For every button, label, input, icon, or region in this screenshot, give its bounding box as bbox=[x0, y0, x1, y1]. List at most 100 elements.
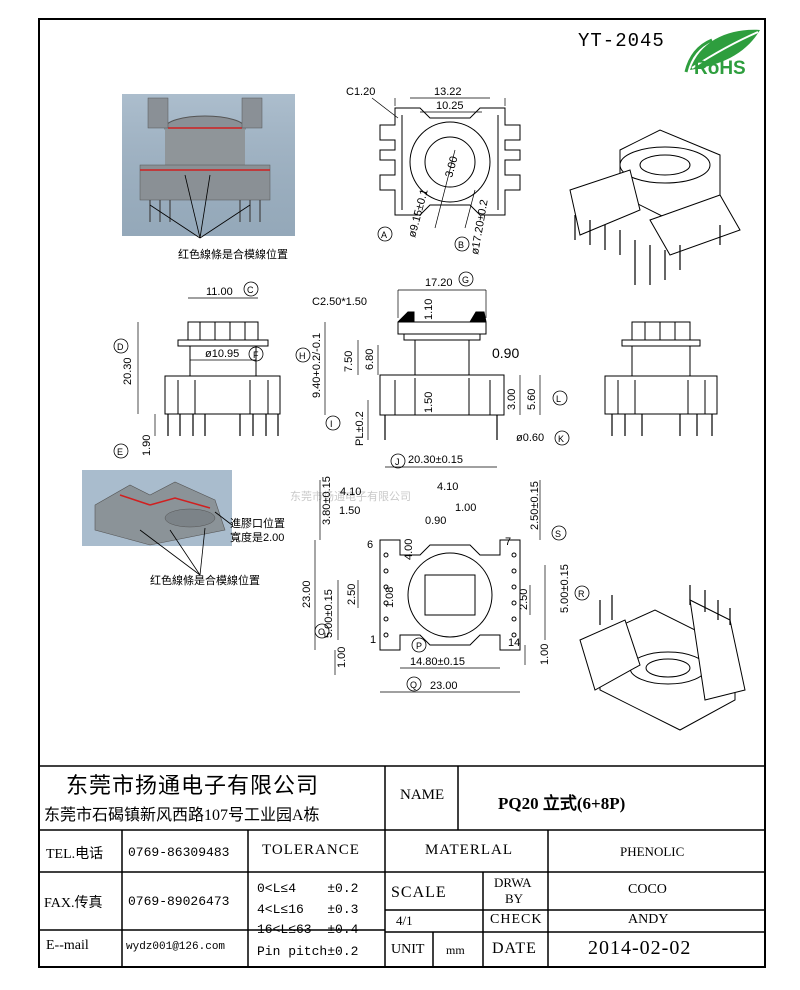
label-f: F bbox=[253, 350, 259, 360]
label-d: D bbox=[117, 342, 124, 352]
section-d090: 0.90 bbox=[492, 345, 519, 361]
section-d150: 1.50 bbox=[423, 392, 435, 413]
rohs-logo: RoHS bbox=[684, 29, 760, 79]
front-w-top: 11.00 bbox=[206, 286, 233, 298]
email-value: wydz001@126.com bbox=[126, 941, 226, 953]
side-view bbox=[604, 321, 718, 436]
date-label: DATE bbox=[492, 940, 537, 957]
label-e: E bbox=[117, 447, 123, 457]
front-height: 20.30 bbox=[122, 357, 134, 385]
label-a: A bbox=[381, 230, 387, 240]
bottom-height: 23.00 bbox=[301, 580, 313, 608]
check-value: ANDY bbox=[628, 912, 669, 927]
email-label: E--mail bbox=[46, 938, 89, 953]
bottom-view bbox=[379, 539, 521, 651]
label-c: C bbox=[247, 285, 254, 295]
label-g: G bbox=[462, 275, 469, 285]
rohs-text: RoHS bbox=[694, 58, 746, 79]
iso-view-bottom bbox=[579, 585, 746, 731]
unit-label: UNIT bbox=[391, 942, 425, 957]
label-p: P bbox=[416, 641, 422, 651]
top-w2: 10.25 bbox=[436, 100, 464, 112]
label-i: I bbox=[330, 419, 333, 429]
label-h: H bbox=[299, 351, 306, 361]
bottom-d090: 0.90 bbox=[425, 515, 446, 527]
tol-pin-pitch: Pin pitch±0.2 bbox=[257, 944, 359, 959]
section-d110: 1.10 bbox=[423, 299, 435, 320]
drwa-label-1: DRWA bbox=[494, 875, 532, 890]
tol-range-3: 16<L≤63 ±0.4 bbox=[257, 922, 359, 937]
check-label: CHECK bbox=[490, 912, 543, 927]
tolerance-label: TOLERANCE bbox=[262, 842, 360, 858]
top-w1: 13.22 bbox=[434, 86, 462, 98]
company-address: 东莞市石碣镇新风西路107号工业园A栋 bbox=[44, 807, 320, 824]
front-view bbox=[164, 321, 281, 436]
label-l: L bbox=[556, 394, 561, 404]
fax-value: 0769-89026473 bbox=[128, 894, 230, 909]
gate-note-1: 進膠口位置 bbox=[230, 516, 285, 530]
fax-label: FAX.传真 bbox=[44, 896, 103, 911]
iso-view-top bbox=[569, 129, 741, 285]
bottom-d100-top: 1.00 bbox=[455, 502, 476, 514]
drawing-frame bbox=[38, 18, 766, 968]
photo-bottom-caption: 红色線條是合模線位置 bbox=[150, 573, 260, 587]
tel-label: TEL.电话 bbox=[46, 847, 104, 862]
title-block-grid bbox=[38, 765, 766, 968]
section-d680: 6.80 bbox=[364, 349, 376, 370]
bottom-d400: 4.00 bbox=[403, 539, 415, 560]
part-number: YT-2045 bbox=[578, 30, 665, 52]
bottom-row: 14.80±0.15 bbox=[410, 656, 465, 668]
label-q: Q bbox=[410, 680, 417, 690]
material-value: PHENOLIC bbox=[620, 844, 685, 859]
section-d750: 7.50 bbox=[343, 351, 355, 372]
front-pin-len: 1.90 bbox=[141, 435, 153, 456]
section-dims bbox=[324, 289, 541, 468]
top-view bbox=[379, 107, 521, 216]
material-label: MATERLAL bbox=[425, 842, 513, 858]
label-r: R bbox=[578, 589, 585, 599]
label-s: S bbox=[555, 529, 561, 539]
top-h1: 3.00 bbox=[443, 155, 460, 179]
section-d300: 3.00 bbox=[506, 389, 518, 410]
name-value: PQ20 立式(6+8P) bbox=[498, 794, 626, 813]
section-pl: PL±0.2 bbox=[354, 411, 366, 446]
bottom-d250-l: 2.50 bbox=[346, 584, 358, 605]
section-width: 17.20 bbox=[425, 277, 453, 289]
photo-bottom bbox=[82, 470, 233, 576]
name-label: NAME bbox=[400, 787, 445, 803]
front-dims bbox=[137, 297, 258, 436]
pin-1: 1 bbox=[370, 634, 376, 646]
drwa-label-2: BY bbox=[505, 891, 524, 906]
unit-value: mm bbox=[446, 943, 465, 957]
drwa-value: COCO bbox=[628, 882, 667, 897]
bottom-d380: 3.80±0.15 bbox=[321, 476, 333, 525]
pin-14: 14 bbox=[508, 637, 520, 649]
bottom-d100-l: 1.00 bbox=[336, 647, 348, 668]
section-height: 9.40+0.2/-0.1 bbox=[311, 333, 323, 398]
top-chamfer: C1.20 bbox=[346, 86, 375, 98]
bottom-d410-l: 4.10 bbox=[340, 486, 361, 498]
bottom-d100-r: 1.00 bbox=[539, 644, 551, 665]
bottom-d250-top: 2.50±0.15 bbox=[529, 481, 541, 530]
section-row: 20.30±0.15 bbox=[408, 454, 463, 466]
date-value: 2014-02-02 bbox=[588, 937, 692, 959]
top-view-dims bbox=[371, 97, 506, 229]
section-view bbox=[379, 311, 505, 440]
front-inner-dia: ø10.95 bbox=[205, 348, 239, 360]
bottom-d500-r: 5.00±0.15 bbox=[559, 564, 571, 613]
scale-value: 4/1 bbox=[396, 913, 413, 928]
tel-value: 0769-86309483 bbox=[128, 845, 230, 860]
top-dia-a: ø9.15±0.1 bbox=[406, 188, 430, 239]
bottom-d500-l: 5.00±0.15 bbox=[323, 589, 335, 638]
company-name: 东莞市扬通电子有限公司 bbox=[66, 773, 320, 798]
bottom-width: 23.00 bbox=[430, 680, 458, 692]
bottom-d150: 1.50 bbox=[339, 505, 360, 517]
tol-range-2: 4<L≤16 ±0.3 bbox=[257, 902, 359, 917]
label-o: O bbox=[318, 627, 325, 637]
pin-6: 6 bbox=[367, 539, 373, 551]
photo-top bbox=[122, 94, 295, 239]
label-k: K bbox=[558, 434, 564, 444]
label-j: J bbox=[395, 457, 400, 467]
bottom-d250-r: 2.50 bbox=[518, 589, 530, 610]
